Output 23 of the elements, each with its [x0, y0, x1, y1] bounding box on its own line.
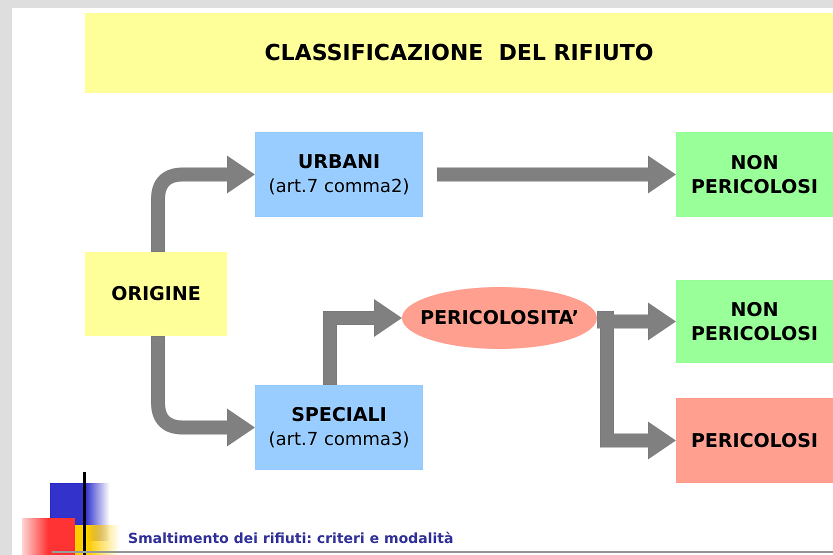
node-subtitle: (art.7 comma2) [268, 174, 410, 198]
node-title: SPECIALI [291, 402, 387, 426]
category-box [255, 385, 423, 470]
arrow [323, 299, 402, 385]
node-title: ORIGINE [111, 282, 201, 306]
category-box [676, 132, 833, 217]
arrow [597, 311, 676, 460]
node-title: PERICOLOSI [690, 428, 818, 452]
category-box [85, 252, 227, 336]
node-title: NON PERICOLOSI [690, 298, 820, 346]
category-box [676, 280, 833, 363]
arrow [151, 336, 255, 446]
footer-text: Smaltimento dei rifiuti: criteri e modalità [128, 530, 454, 549]
node-subtitle: (art.7 comma3) [268, 428, 410, 452]
arrow [151, 156, 255, 252]
arrow [437, 156, 676, 194]
category-box [255, 132, 423, 217]
node-title: NON PERICOLOSI [690, 150, 820, 198]
title: CLASSIFICAZIONE DEL RIFIUTO [264, 40, 654, 68]
node-title: PERICOLOSITA’ [420, 306, 579, 330]
arrow [597, 302, 676, 340]
category-box [676, 398, 833, 483]
node-title: URBANI [298, 150, 380, 174]
